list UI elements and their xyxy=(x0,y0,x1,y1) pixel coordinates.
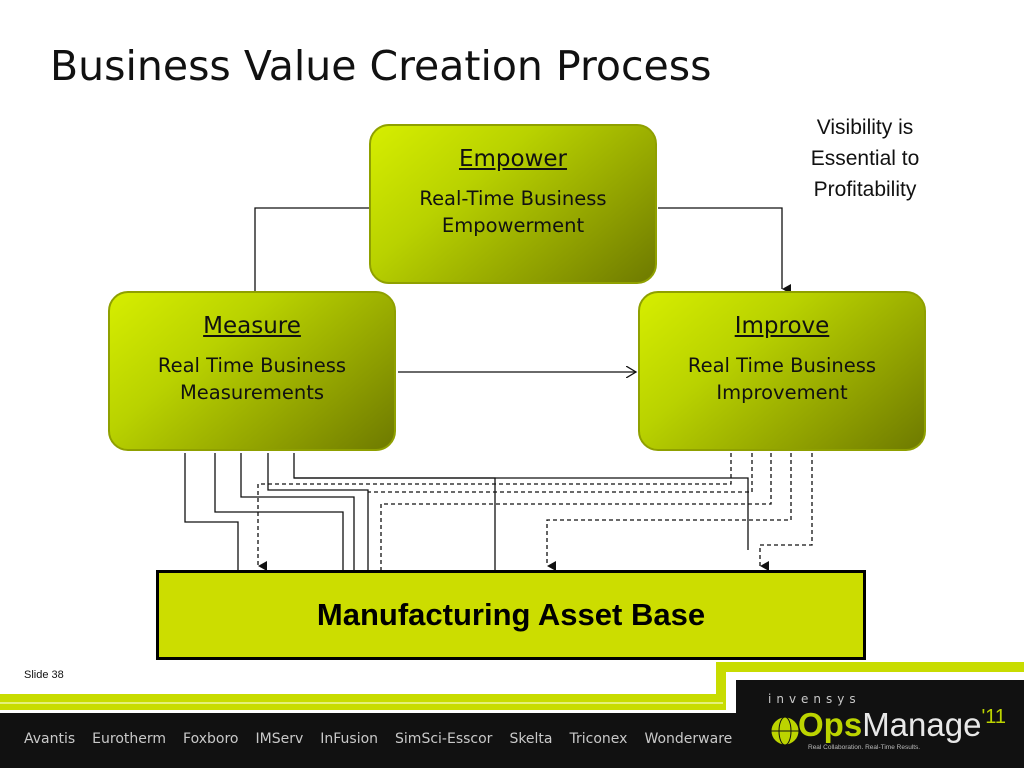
brand-wonderware: Wonderware xyxy=(644,731,733,747)
page-title: Business Value Creation Process xyxy=(50,42,712,90)
callout-line-1: Visibility is xyxy=(816,116,914,139)
wire-dashed-1 xyxy=(257,453,732,571)
measure-heading: Measure xyxy=(203,313,301,339)
opsmanage-part2: Manage xyxy=(862,706,982,743)
asset-base-label: Manufacturing Asset Base xyxy=(316,597,706,632)
improve-description: Real Time Business Improvement xyxy=(687,354,877,404)
opsmanage-year: '11 xyxy=(981,706,1007,728)
logo-tagline: Real Collaboration. Real-Time Results. xyxy=(808,744,921,751)
improve-node: Improve Real Time Business Improvement xyxy=(638,291,926,451)
brand-foxboro: Foxboro xyxy=(183,731,239,747)
wire-solid-3 xyxy=(240,453,355,570)
brand-infusion: InFusion xyxy=(320,731,379,747)
wire-dashed-3 xyxy=(380,453,772,570)
manufacturing-asset-base-box: Manufacturing Asset Base xyxy=(156,570,866,660)
brand-simsci-esscor: SimSci-Esscor xyxy=(395,731,493,747)
wire-empower-to-improve xyxy=(658,207,791,294)
wire-solid-4 xyxy=(267,453,369,570)
measure-description: Real Time Business Measurements xyxy=(157,354,347,404)
wire-dashed-4 xyxy=(546,453,792,571)
invensys-wordmark: invensys xyxy=(768,692,861,706)
brand-avantis: Avantis xyxy=(24,731,76,747)
brand-skelta: Skelta xyxy=(509,731,553,747)
wire-solid-2 xyxy=(214,453,344,570)
brand-imserv: IMServ xyxy=(255,731,304,747)
brand-triconex: Triconex xyxy=(569,731,628,747)
footer-brand-list: Avantis Eurotherm Foxboro IMServ InFusio… xyxy=(24,731,749,747)
visibility-callout: Visibility is Essential to Profitability xyxy=(784,112,946,205)
empower-heading: Empower xyxy=(458,146,568,172)
improve-heading: Improve xyxy=(734,313,830,339)
brand-eurotherm: Eurotherm xyxy=(92,731,167,747)
empower-node: Empower Real-Time Business Empowerment xyxy=(369,124,657,284)
opsmanage-part1: Ops xyxy=(798,706,863,743)
wire-solid-1 xyxy=(184,453,239,570)
measure-node: Measure Real Time Business Measurements xyxy=(108,291,396,451)
empower-description: Real-Time Business Empowerment xyxy=(419,187,607,237)
callout-line-2: Essential to xyxy=(810,147,920,170)
wire-solid-6 xyxy=(294,477,749,550)
wire-dashed-2 xyxy=(368,453,753,493)
wire-measure-to-empower xyxy=(254,207,369,291)
opsmanage-wordmark: OpsManage'11 xyxy=(772,706,1006,744)
callout-line-3: Profitability xyxy=(813,178,917,201)
wire-dashed-5 xyxy=(759,453,813,571)
slide-number: Slide 38 xyxy=(24,669,64,681)
